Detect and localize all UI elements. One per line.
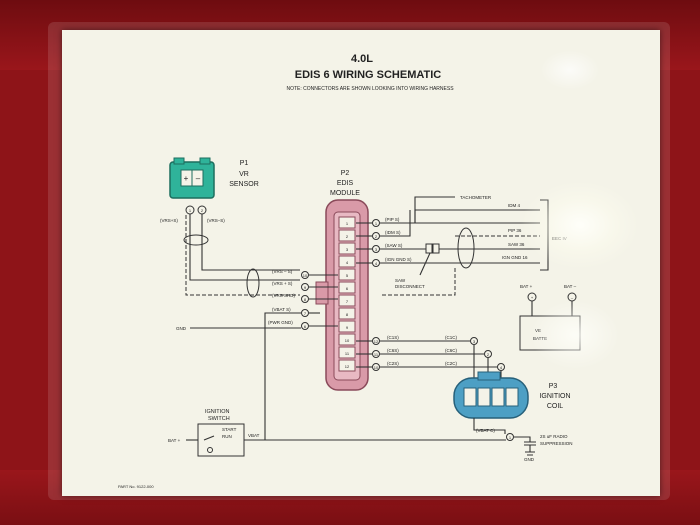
edis-pin-3: 3 xyxy=(346,247,349,252)
p2-left-pin-b: 9 xyxy=(304,285,307,290)
vbat-c-pin: 1 xyxy=(509,435,512,440)
edis-pin-12: 12 xyxy=(345,364,350,369)
saw-disconnect-plug-b xyxy=(432,243,440,254)
edis-pin-10: 10 xyxy=(345,338,350,343)
eec-label: EEC IV xyxy=(552,236,567,241)
bat-pos-label: BAT + xyxy=(520,284,533,289)
p2-right-label-c6s: (C6S) xyxy=(387,348,399,353)
p3-id: P3 xyxy=(549,383,558,390)
tachometer-label: TACHOMETER xyxy=(460,195,492,200)
p1-name-line1: VR xyxy=(239,171,249,178)
p2-right-pin-12: 12 xyxy=(374,339,379,344)
coil-pin-4: 4 xyxy=(500,365,503,370)
p1-pin2-num: 2 xyxy=(201,208,204,213)
engine-label: 4.0L xyxy=(351,53,373,65)
p2-name-line2: MODULE xyxy=(330,190,360,197)
edis-pin-9: 9 xyxy=(346,325,349,330)
saw-disconnect-label-1: SAW xyxy=(395,278,406,283)
p2-right-pin-10: 10 xyxy=(374,365,379,370)
edis-pin-5: 5 xyxy=(346,273,349,278)
vehicle-battery-label-2: BATTE xyxy=(533,336,547,341)
p2-right-pin-4: 4 xyxy=(375,261,378,266)
part-number: PART No. 9122-000 xyxy=(118,484,154,489)
idm-label: IDM 4 xyxy=(508,203,520,208)
p2-left-label-vrs-plus: (VRS + S) xyxy=(272,281,293,286)
coil-pin-3: 3 xyxy=(473,339,476,344)
ignition-switch-label-2: SWITCH xyxy=(208,416,230,422)
edis-pin-7: 7 xyxy=(346,299,349,304)
coil-label-c1c: (C1C) xyxy=(445,335,458,340)
p2-left-pin-c: 8 xyxy=(304,297,307,302)
gnd-bottom-label: GND xyxy=(524,457,535,462)
p1-name-line2: SENSOR xyxy=(229,181,259,188)
radio-suppression-label-1: 2S uF RADIO xyxy=(540,434,568,439)
p2-name-line1: EDIS xyxy=(337,180,354,187)
edis-pin-11: 11 xyxy=(345,351,350,356)
p2-right-pin-2: 2 xyxy=(375,234,378,239)
saw-disconnect-plug-a xyxy=(425,243,433,254)
p1-pin1-num: 1 xyxy=(189,208,192,213)
p2-right-label-c2s: (C2S) xyxy=(387,361,399,366)
ign-gnd-dest-label: IGN GND 16 xyxy=(502,255,528,260)
p2-left-label-vrs-shd: (VRS SHD) xyxy=(272,293,296,298)
p1-minus-terminal: – xyxy=(196,174,201,183)
vbat-c-label: (VBAT C) xyxy=(476,428,495,433)
vehicle-battery xyxy=(519,315,581,351)
p2-id: P2 xyxy=(341,170,350,177)
p2-right-label-ign-gnd: (IGN GND S) xyxy=(385,257,412,262)
gnd-left-label: GND xyxy=(176,326,187,331)
p1-plus-terminal: + xyxy=(184,174,189,183)
p2-left-pin-a: 10 xyxy=(303,273,308,278)
shield-ellipse-p2-right xyxy=(457,227,475,269)
coil-pin-2: 2 xyxy=(487,352,490,357)
pip-dest-label: PIP 36 xyxy=(508,228,522,233)
saw-dest-label: SAW 36 xyxy=(508,242,525,247)
saw-disconnect-label-2: DISCONNECT xyxy=(395,284,425,289)
vr-sensor-connector: + – xyxy=(169,157,215,199)
ignition-start-label: START xyxy=(222,427,237,432)
p2-left-label-vbat: (VBAT S) xyxy=(272,307,291,312)
edis-pin-boxes xyxy=(338,216,356,372)
p2-left-pin-d: 7 xyxy=(304,311,307,316)
coil-label-c6c: (C6C) xyxy=(445,348,458,353)
p1-pin2-label: (VRS–S) xyxy=(207,218,225,223)
ignition-switch-label-1: IGNITION xyxy=(205,409,229,415)
p2-right-label-c1s: (C1S) xyxy=(387,335,399,340)
p2-left-label-pwr-gnd: (PWR GND) xyxy=(268,320,293,325)
connector-note: NOTE: CONNECTORS ARE SHOWN LOOKING INTO … xyxy=(286,86,454,92)
p2-left-pin-e: 6 xyxy=(304,324,307,329)
p2-right-pin-3: 3 xyxy=(375,247,378,252)
schematic-title: EDIS 6 WIRING SCHEMATIC xyxy=(295,69,442,81)
bat-pos-terminal-sign: + xyxy=(531,295,534,300)
p3-name-line2: COIL xyxy=(547,403,563,410)
edis-pin-1: 1 xyxy=(346,221,349,226)
edis-pin-2: 2 xyxy=(346,234,349,239)
p3-name-line1: IGNITION xyxy=(539,393,570,400)
p2-right-pin-1: 1 xyxy=(375,221,378,226)
coil-label-c2c: (C2C) xyxy=(445,361,458,366)
p2-left-label-vrs-minus: (VRS – S) xyxy=(272,269,293,274)
ignition-run-label: RUN xyxy=(222,434,232,439)
vbat-label: VBAT xyxy=(248,433,260,438)
bat-plus-left-label: BAT + xyxy=(168,438,181,443)
p2-right-label-pip: (PIP S) xyxy=(385,217,400,222)
edis-pin-8: 8 xyxy=(346,312,349,317)
p2-right-label-idm: (IDM S) xyxy=(385,230,401,235)
bat-neg-label: BAT – xyxy=(564,284,577,289)
radio-suppression-label-2: SUPPRESSION xyxy=(540,441,573,446)
edis-pin-6: 6 xyxy=(346,286,349,291)
ignition-coil-connector xyxy=(453,371,529,419)
p1-id: P1 xyxy=(240,160,249,167)
edis-pin-4: 4 xyxy=(346,260,349,265)
p2-right-pin-11: 11 xyxy=(374,352,379,357)
bat-neg-terminal-sign: – xyxy=(571,295,574,300)
shield-ellipse-p1 xyxy=(183,234,209,246)
shield-ellipse-p2 xyxy=(246,268,260,298)
vehicle-battery-label-1: VE xyxy=(535,328,541,333)
p1-pin1-label: (VRS+S) xyxy=(160,218,178,223)
p2-right-label-saw: (SAW S) xyxy=(385,243,403,248)
